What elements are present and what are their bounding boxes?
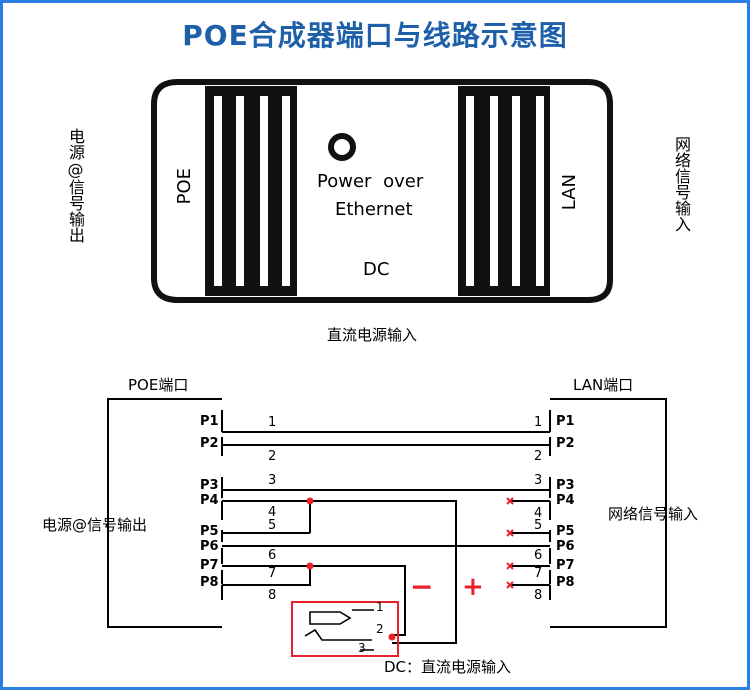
wire-number-right-1: 1	[534, 415, 543, 430]
left-pin-p2: P2	[200, 436, 219, 451]
junction-dot-4	[306, 497, 314, 505]
wire-number-right-5: 5	[534, 518, 543, 533]
right-pin-p5: P5	[556, 524, 575, 539]
dc-jack-caption: DC：直流电源输入	[384, 658, 512, 676]
right-pin-p8: P8	[556, 575, 575, 590]
dc-jack-pin-3: 3	[358, 641, 366, 655]
left-pin-p1: P1	[200, 414, 219, 429]
left-pin-p3: P3	[200, 478, 219, 493]
dc-input-caption: 直流电源输入	[327, 326, 418, 344]
left-pin-p8: P8	[200, 575, 219, 590]
dc-jack-pin-1: 1	[376, 600, 384, 614]
page-title: POE合成器端口与线路示意图	[182, 19, 568, 52]
junction-dot-7	[306, 562, 314, 570]
minus-sign: −	[410, 570, 434, 603]
dc-jack-box	[291, 601, 399, 657]
right-pin-p6: P6	[556, 539, 575, 554]
wire-number-right-3: 3	[534, 473, 543, 488]
center-text-line2: Ethernet	[335, 199, 413, 220]
wire-number-left-4: 4	[268, 505, 277, 520]
right-pin-p4: P4	[556, 493, 575, 508]
x-mark-p8	[506, 581, 514, 589]
junction-dot-dc	[388, 633, 396, 641]
left-pin-p4: P4	[200, 493, 219, 508]
wire-number-right-4: 4	[534, 506, 543, 521]
device-left-label: 电源@信号输出	[66, 128, 85, 243]
right-box-title: LAN端口	[573, 376, 634, 394]
center-text-line1: Power over	[317, 171, 424, 192]
left-pin-p6: P6	[200, 539, 219, 554]
wire-number-left-1: 1	[268, 415, 277, 430]
left-pin-p7: P7	[200, 558, 219, 573]
poe-port-box	[107, 398, 222, 628]
x-mark-p7	[506, 562, 514, 570]
wire-number-right-6: 6	[534, 548, 543, 563]
dc-jack-plug	[309, 611, 352, 625]
x-mark-p5	[506, 529, 514, 537]
wire-number-left-3: 3	[268, 473, 277, 488]
right-pin-p1: P1	[556, 414, 575, 429]
wire-number-left-6: 6	[268, 548, 277, 563]
right-pin-p7: P7	[556, 558, 575, 573]
wire-number-left-8: 8	[268, 588, 277, 603]
left-box-label: 电源@信号输出	[42, 516, 148, 534]
dc-jack-pin-2: 2	[376, 622, 384, 636]
wire-number-left-2: 2	[268, 449, 277, 464]
wire-number-left-7: 7	[268, 566, 277, 581]
positive-lead	[310, 500, 457, 644]
left-box-title: POE端口	[128, 376, 189, 394]
right-box-label: 网络信号输入	[608, 505, 699, 523]
left-pin-p5: P5	[200, 524, 219, 539]
device-right-label: 网络信号输入	[672, 136, 691, 232]
lan-port-box	[550, 398, 667, 628]
dc-label: DC	[363, 259, 390, 280]
x-mark-p4	[506, 497, 514, 505]
right-pin-p3: P3	[556, 478, 575, 493]
right-pin-p2: P2	[556, 436, 575, 451]
wire-number-right-8: 8	[534, 588, 543, 603]
plus-sign: +	[462, 572, 484, 602]
led-indicator	[328, 133, 356, 161]
wire-number-right-7: 7	[534, 566, 543, 581]
wire-number-right-2: 2	[534, 449, 543, 464]
wire-number-left-5: 5	[268, 518, 277, 533]
